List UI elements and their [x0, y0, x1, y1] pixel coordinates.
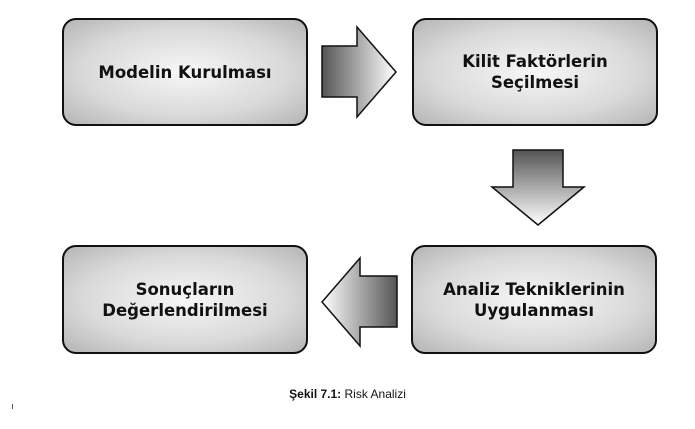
caption-label: Şekil 7.1: — [289, 387, 342, 401]
step-label: Kilit Faktörlerin — [462, 52, 608, 71]
step-label: Modelin Kurulması — [98, 62, 272, 82]
page-mark — [12, 404, 13, 409]
step-label: Uygulanması — [473, 300, 595, 320]
step-label: Sonuçların — [135, 279, 235, 299]
figure-caption: Şekil 7.1: Risk Analizi — [0, 387, 695, 401]
arrow-right-icon — [321, 25, 397, 119]
arrow-down-icon — [490, 149, 586, 226]
step-label: Seçilmesi — [490, 73, 579, 92]
step-modelin-kurulmasi: Modelin Kurulması — [62, 18, 308, 126]
arrow-left-icon — [321, 256, 398, 348]
caption-text: Risk Analizi — [341, 387, 406, 401]
step-label: Analiz Tekniklerinin — [443, 279, 625, 299]
step-label: Değerlendirilmesi — [102, 300, 268, 320]
